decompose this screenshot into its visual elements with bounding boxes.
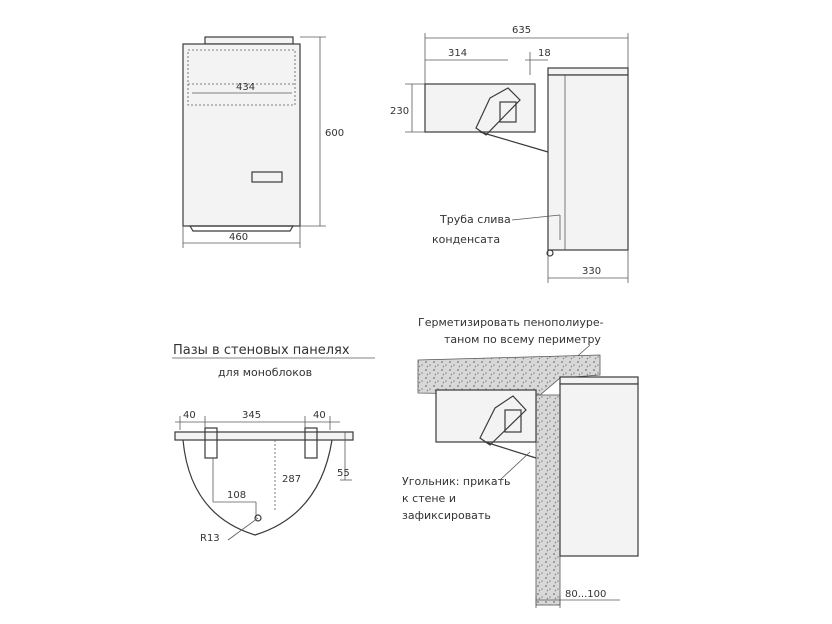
seal-label-line2: таном по всему периметру bbox=[444, 333, 601, 346]
bracket-label-line1: Угольник: прикать bbox=[402, 475, 511, 488]
bracket-label-line2: к стене и bbox=[402, 492, 456, 505]
front-grille bbox=[251, 171, 283, 183]
seal-label-line1: Герметизировать пенополиуре- bbox=[418, 316, 604, 329]
dim-cutout-middle: 345 bbox=[242, 410, 261, 421]
dim-front-width-bottom: 460 bbox=[229, 232, 248, 243]
bracket-label-line3: зафиксировать bbox=[402, 509, 491, 522]
front-view: 434 600 460 bbox=[182, 36, 344, 248]
dim-side-total-width: 635 bbox=[512, 25, 531, 36]
drain-label-line1: Труба слива bbox=[439, 213, 511, 226]
panel-cutout: Пазы в стеновых панелях для моноблоков 4… bbox=[172, 343, 375, 544]
cutout-title: Пазы в стеновых панелях bbox=[173, 343, 350, 358]
dim-front-width-top: 434 bbox=[236, 82, 255, 93]
install-view: Герметизировать пенополиуре- таном по вс… bbox=[402, 316, 639, 608]
wall bbox=[535, 394, 561, 606]
dim-side-gap: 18 bbox=[538, 48, 551, 59]
cutout-subtitle: для моноблоков bbox=[218, 366, 312, 379]
dim-cutout-depth-a: 287 bbox=[282, 474, 301, 485]
dim-cutout-right: 40 bbox=[313, 410, 326, 421]
dim-cutout-left: 40 bbox=[183, 410, 196, 421]
dim-cutout-radius: R13 bbox=[200, 533, 220, 544]
drain-label-line2: конденсата bbox=[432, 233, 500, 246]
dim-cutout-side: 55 bbox=[337, 468, 350, 479]
dim-front-height: 600 bbox=[325, 128, 344, 139]
dim-side-panel-depth: 330 bbox=[582, 266, 601, 277]
dim-cutout-depth-b: 108 bbox=[227, 490, 246, 501]
dim-side-height-part: 230 bbox=[390, 106, 409, 117]
dim-side-depth-outer: 314 bbox=[448, 48, 467, 59]
dim-wall-thickness: 80...100 bbox=[565, 589, 606, 600]
side-view: 635 314 18 230 Труба слива конденсата 33… bbox=[390, 25, 629, 283]
